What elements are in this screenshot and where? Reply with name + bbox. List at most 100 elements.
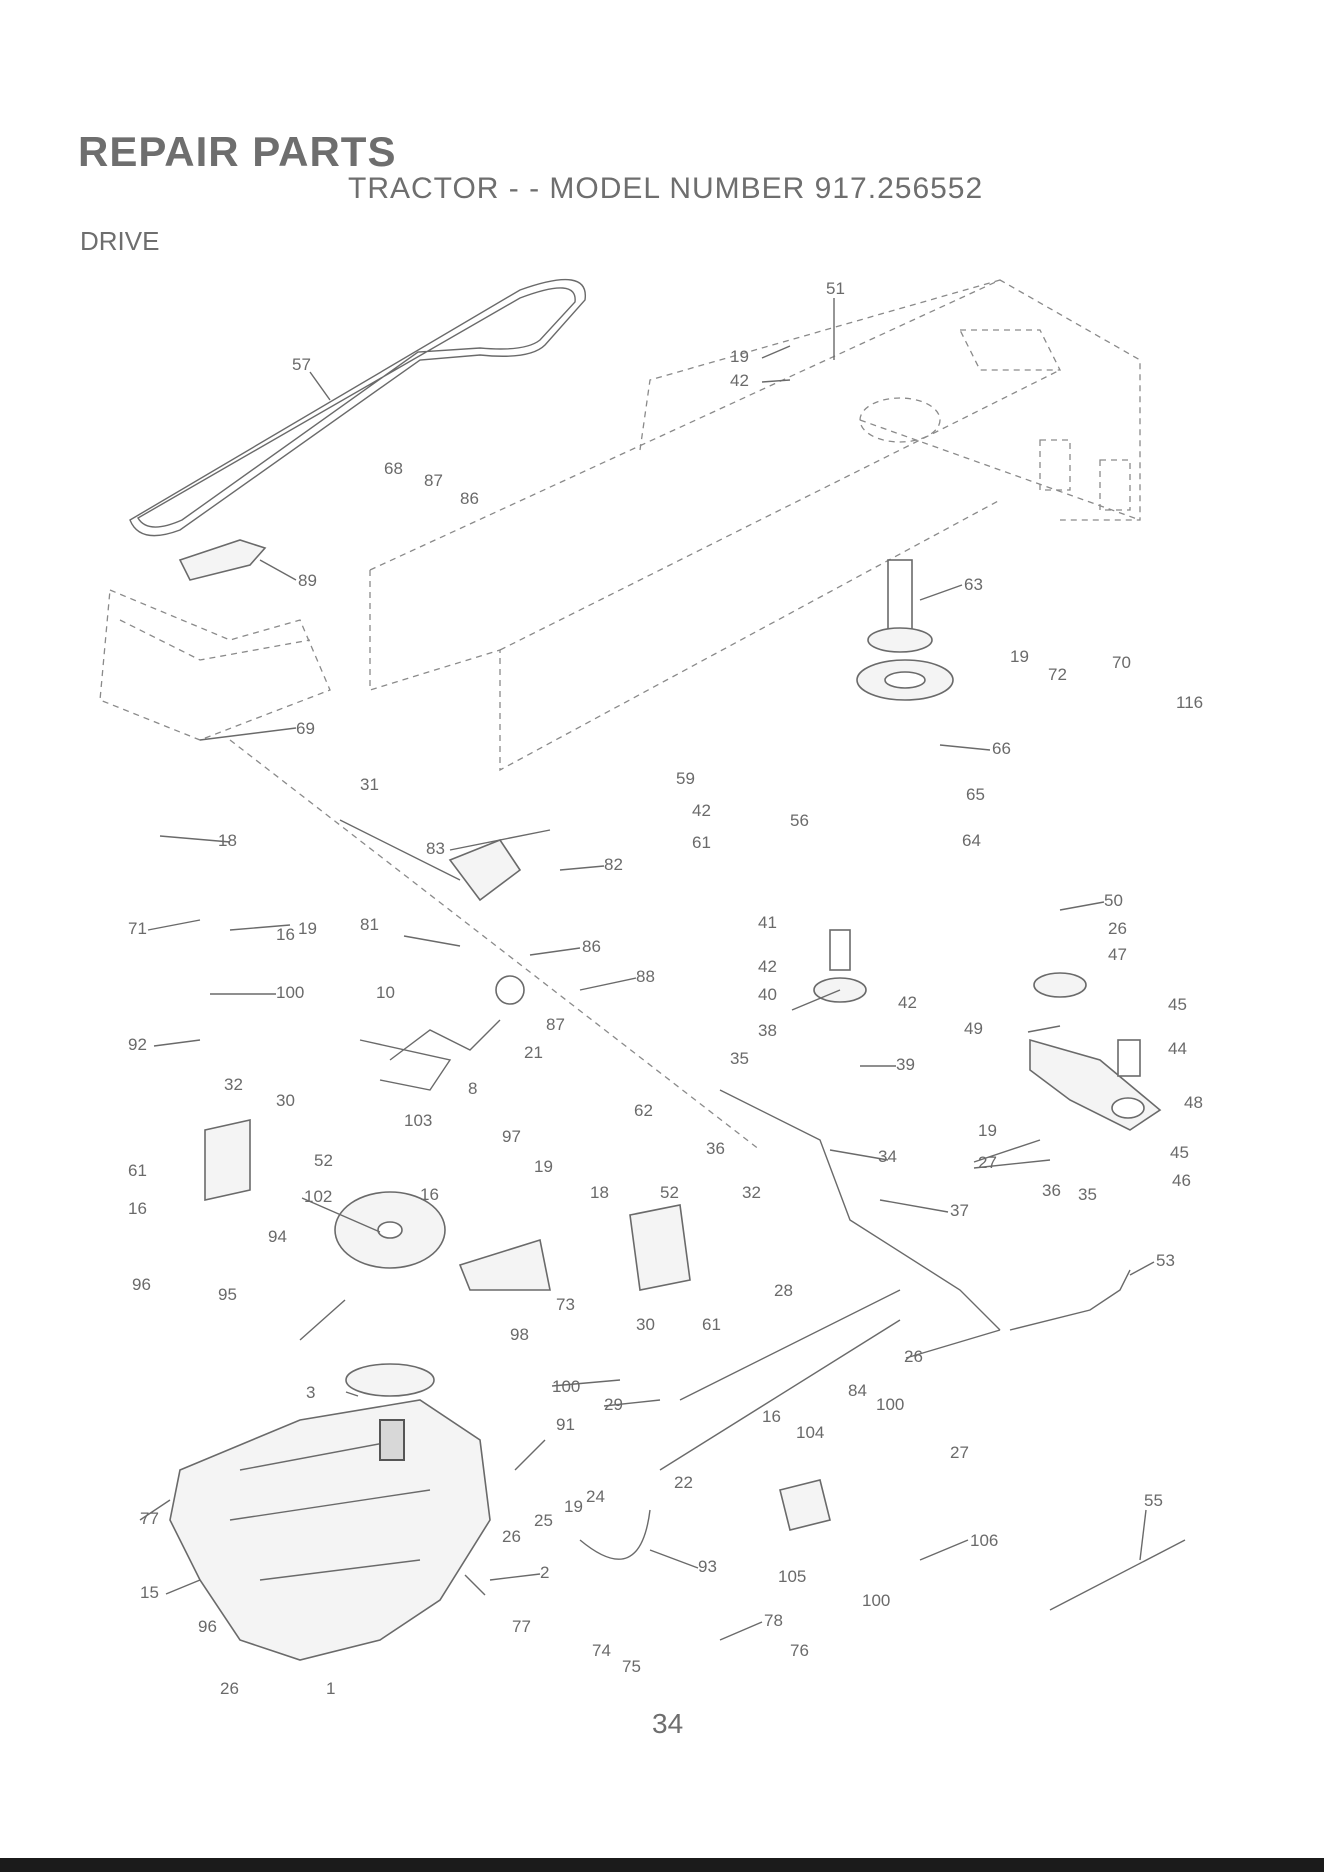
callout: 25 bbox=[534, 1511, 553, 1530]
callout: 86 bbox=[582, 937, 601, 956]
callout: 52 bbox=[314, 1151, 333, 1170]
callout: 82 bbox=[604, 855, 623, 874]
callout: 63 bbox=[964, 575, 983, 594]
callout: 34 bbox=[878, 1147, 897, 1166]
callout: 10 bbox=[376, 983, 395, 1002]
callout: 35 bbox=[1078, 1185, 1097, 1204]
callout: 89 bbox=[298, 571, 317, 590]
callout: 76 bbox=[790, 1641, 809, 1660]
callout: 106 bbox=[970, 1531, 998, 1550]
callout: 31 bbox=[360, 775, 379, 794]
callout: 84 bbox=[848, 1381, 867, 1400]
callout: 116 bbox=[1176, 693, 1203, 712]
callout: 61 bbox=[702, 1315, 721, 1334]
page-number: 34 bbox=[652, 1708, 684, 1739]
callout: 70 bbox=[1112, 653, 1131, 672]
callout-labels: 57 89 68 87 86 69 31 51 19 42 63 19 72 7… bbox=[128, 279, 1203, 1698]
transaxle bbox=[169, 1399, 491, 1661]
callout: 88 bbox=[636, 967, 655, 986]
callout: 47 bbox=[1108, 945, 1127, 964]
callout: 19 bbox=[534, 1157, 553, 1176]
leader-lines bbox=[139, 298, 1155, 1641]
callout: 27 bbox=[950, 1443, 969, 1462]
callout: 18 bbox=[218, 831, 237, 850]
callout: 42 bbox=[730, 371, 749, 390]
callout: 42 bbox=[692, 801, 711, 820]
main-frame-outline bbox=[229, 279, 1141, 1151]
callout: 32 bbox=[742, 1183, 761, 1202]
brackets bbox=[204, 1119, 831, 1531]
callout: 105 bbox=[778, 1567, 806, 1586]
callout: 37 bbox=[950, 1201, 969, 1220]
springs bbox=[299, 1299, 1186, 1611]
callout: 87 bbox=[546, 1015, 565, 1034]
section-label: DRIVE bbox=[80, 226, 160, 256]
callout: 100 bbox=[552, 1377, 580, 1396]
callout: 45 bbox=[1168, 995, 1187, 1014]
callout: 38 bbox=[758, 1021, 777, 1040]
callout: 61 bbox=[128, 1161, 147, 1180]
callout: 77 bbox=[512, 1617, 531, 1636]
callout: 100 bbox=[276, 983, 304, 1002]
callout: 100 bbox=[876, 1395, 904, 1414]
callout: 72 bbox=[1048, 665, 1067, 684]
callout: 42 bbox=[898, 993, 917, 1012]
callout: 66 bbox=[992, 739, 1011, 758]
page-title: REPAIR PARTS bbox=[78, 128, 397, 175]
callout: 19 bbox=[730, 347, 749, 366]
callout: 68 bbox=[384, 459, 403, 478]
callout: 97 bbox=[502, 1127, 521, 1146]
callout: 104 bbox=[796, 1423, 824, 1442]
model-number-heading: TRACTOR - - MODEL NUMBER 917.256552 bbox=[348, 172, 984, 205]
callout: 64 bbox=[962, 831, 981, 850]
callout: 30 bbox=[276, 1091, 295, 1110]
brake-rod bbox=[719, 1089, 1131, 1331]
callout: 75 bbox=[622, 1657, 641, 1676]
callout: 48 bbox=[1184, 1093, 1203, 1112]
callout: 19 bbox=[1010, 647, 1029, 666]
callout: 62 bbox=[634, 1101, 653, 1120]
callout: 16 bbox=[762, 1407, 781, 1426]
callout: 71 bbox=[128, 919, 147, 938]
callout: 77 bbox=[140, 1509, 159, 1528]
callout: 102 bbox=[304, 1187, 332, 1206]
callout: 57 bbox=[292, 355, 311, 374]
callout: 65 bbox=[966, 785, 985, 804]
callout: 98 bbox=[510, 1325, 529, 1344]
callout: 40 bbox=[758, 985, 777, 1004]
front-frame-outline bbox=[99, 589, 331, 741]
main-pulley-assembly bbox=[813, 559, 954, 1003]
callout: 16 bbox=[128, 1199, 147, 1218]
callout: 69 bbox=[296, 719, 315, 738]
callout: 103 bbox=[404, 1111, 432, 1130]
shift-lever bbox=[359, 1039, 452, 1091]
callout: 93 bbox=[698, 1557, 717, 1576]
callout: 91 bbox=[556, 1415, 575, 1434]
callout: 52 bbox=[660, 1183, 679, 1202]
callout: 61 bbox=[692, 833, 711, 852]
callout: 81 bbox=[360, 915, 379, 934]
callout: 36 bbox=[706, 1139, 725, 1158]
shift-rod-linkage bbox=[339, 819, 525, 1061]
callout: 87 bbox=[424, 471, 443, 490]
cooling-fan bbox=[334, 1191, 446, 1397]
callout: 83 bbox=[426, 839, 445, 858]
callout: 46 bbox=[1172, 1171, 1191, 1190]
callout: 8 bbox=[468, 1079, 477, 1098]
callout: 78 bbox=[764, 1611, 783, 1630]
callout: 50 bbox=[1104, 891, 1123, 910]
callout: 1 bbox=[326, 1679, 335, 1698]
callout: 56 bbox=[790, 811, 809, 830]
callout: 59 bbox=[676, 769, 695, 788]
callout: 94 bbox=[268, 1227, 287, 1246]
callout: 55 bbox=[1144, 1491, 1163, 1510]
callout: 44 bbox=[1168, 1039, 1187, 1058]
callout: 3 bbox=[306, 1383, 315, 1402]
callout: 30 bbox=[636, 1315, 655, 1334]
callout: 21 bbox=[524, 1043, 543, 1062]
callout: 19 bbox=[298, 919, 317, 938]
callout: 41 bbox=[758, 913, 777, 932]
callout: 96 bbox=[132, 1275, 151, 1294]
callout: 95 bbox=[218, 1285, 237, 1304]
callout: 39 bbox=[896, 1055, 915, 1074]
